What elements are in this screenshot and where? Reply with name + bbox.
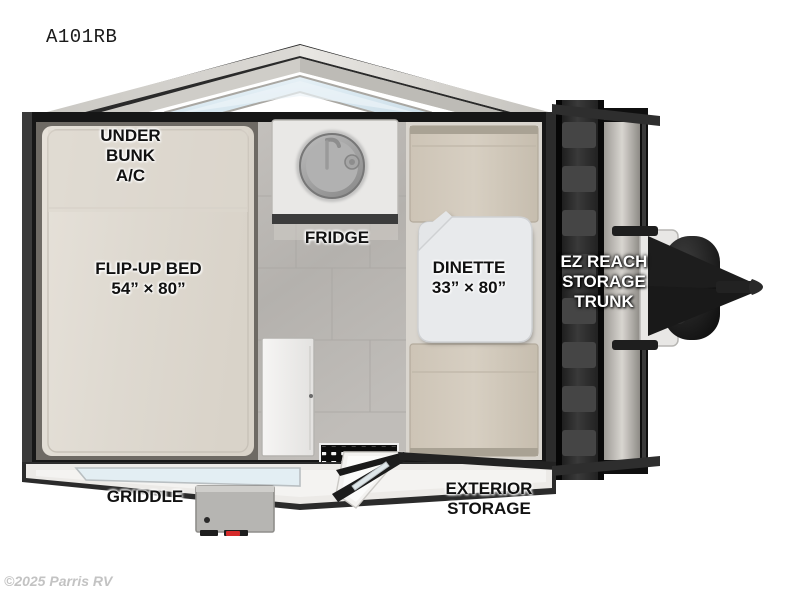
side-window-glass (74, 467, 301, 487)
a-frame-hitch (612, 226, 763, 350)
fridge-unit (274, 224, 398, 240)
bottom-flipdown-wall (22, 462, 556, 510)
copyright-notice: ©2025 Parris RV (4, 573, 113, 589)
dinette-bench-rear (409, 343, 539, 457)
kitchen-sink (296, 130, 368, 202)
hitch-coupler-icon (749, 279, 763, 295)
griddle-indicator-light (226, 531, 240, 536)
griddle-unit (195, 485, 275, 536)
exterior-storage-hatch (398, 452, 556, 470)
griddle-knob-icon (204, 517, 210, 523)
faucet-icon (325, 137, 341, 148)
lower-cabinet (261, 337, 315, 457)
trunk-door (556, 100, 604, 480)
page-title-model-code: A101RB (46, 26, 118, 48)
flip-up-bed (36, 122, 258, 460)
trunk-interior (604, 122, 640, 460)
dinette-area (406, 122, 542, 460)
entry-door-open (332, 451, 410, 509)
trunk-door-hinge-pattern (562, 122, 596, 456)
dinette-bench-front (409, 125, 539, 223)
dinette-table-top (417, 216, 533, 343)
galley-sink-cabinet (271, 119, 399, 224)
